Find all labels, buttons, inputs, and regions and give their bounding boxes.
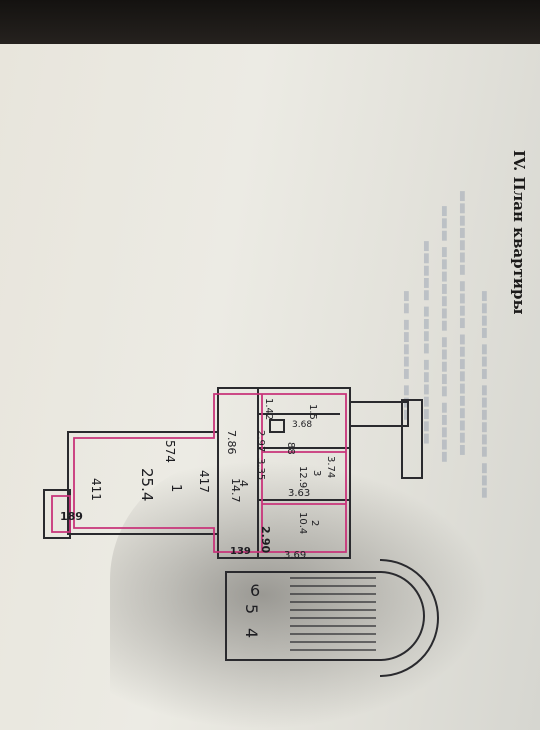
- dim-335: 3.35: [255, 458, 266, 480]
- dim-786: 7.86: [225, 430, 238, 455]
- dim-297: 2.97: [255, 430, 266, 452]
- dark-background-strip: [0, 0, 540, 46]
- room-4-area: 14.7: [229, 478, 242, 503]
- staircase-outline: [225, 571, 425, 661]
- stair-label-5: 5: [242, 604, 261, 614]
- dim-15: 1.5: [307, 404, 318, 420]
- dim-139: 139: [230, 546, 251, 557]
- dim-374: 3.74: [325, 456, 336, 478]
- dim-417: 417: [197, 470, 211, 493]
- room-3-number: 3: [311, 470, 322, 476]
- room-2-area: 10.4: [297, 512, 308, 534]
- dim-290: 2.90: [259, 526, 272, 553]
- dim-411: 411: [89, 478, 103, 501]
- plan-annotations: 574 411 189 417 1 25.4 7.86 4 14.7 2.97 …: [60, 398, 336, 638]
- dim-368: 3.68: [292, 420, 312, 430]
- wall-trace: [51, 393, 347, 553]
- dim-189: 189: [60, 510, 83, 523]
- plan-walls: [43, 387, 439, 677]
- room-4-number: 4: [237, 480, 250, 487]
- corridor: [349, 401, 409, 427]
- room-2-number: 2: [309, 520, 320, 526]
- shaft: [401, 399, 423, 479]
- room-1-number: 1: [168, 484, 183, 492]
- stair-label-6: 6: [250, 581, 260, 600]
- room-1-area: 25.4: [138, 468, 156, 501]
- staircase-outer-arc: [379, 559, 439, 677]
- dim-574: 574: [163, 440, 177, 463]
- vent-mark: 88: [285, 442, 296, 455]
- dim-369: 3.69: [284, 550, 306, 561]
- fixture-box: [269, 419, 285, 433]
- stair-label-4: 4: [242, 628, 261, 638]
- photo-shadow: [110, 460, 490, 730]
- dim-142: 1.42: [263, 398, 274, 420]
- apartment-block: [217, 387, 351, 559]
- stair-steps: [290, 577, 376, 651]
- room-3-area: 12.9: [297, 466, 308, 488]
- dim-363: 3.63: [288, 488, 310, 499]
